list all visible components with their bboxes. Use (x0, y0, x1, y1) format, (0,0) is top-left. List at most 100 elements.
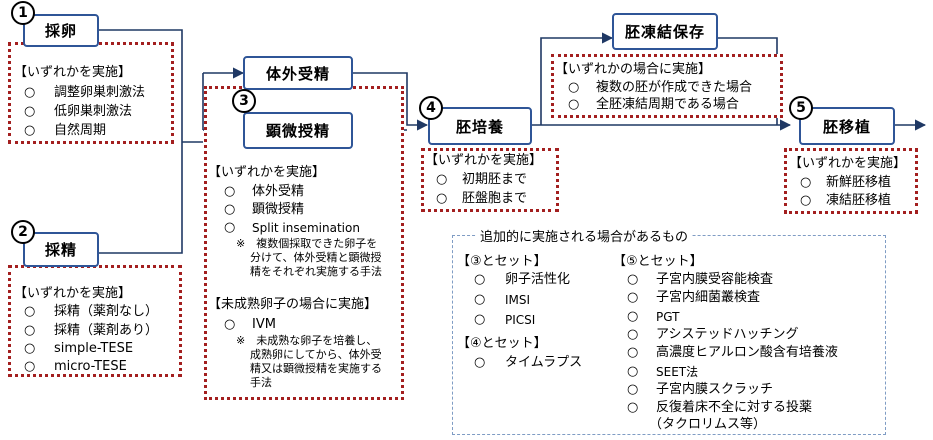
egg-option-2: 低卵巣刺激法 (54, 104, 133, 119)
sperm-option-4: micro-TESE (54, 359, 127, 374)
culture-option-2: 胚盤胞まで (462, 191, 528, 206)
bullet: ○ (627, 327, 639, 342)
egg-option-1: 調整卵巣刺激法 (54, 85, 146, 100)
egg-options-header: 【いずれかを実施】 (14, 65, 132, 80)
culture-option-1: 初期胚まで (462, 172, 528, 187)
set3-item-2: IMSI (505, 293, 531, 307)
culture-options-panel (421, 148, 559, 212)
step-2-marker: 2 (11, 220, 35, 244)
bullet: ○ (436, 172, 448, 187)
ivm-note-line-1: ※ 未成熟な卵子を培養し、 (236, 334, 378, 347)
set3-item-1: 卵子活性化 (505, 272, 571, 287)
bullet: ○ (627, 309, 639, 324)
step-ivf-label: 体外受精 (265, 64, 330, 83)
step-culture: 胚培養 (428, 107, 532, 145)
step-sperm-retrieval: 採精 (23, 232, 99, 267)
bullet: ○ (627, 400, 639, 415)
bullet: ○ (24, 123, 36, 138)
bullet: ○ (24, 341, 36, 356)
set5-item-8: 反復着床不全に対する投薬 (656, 400, 813, 415)
bullet: ○ (24, 85, 36, 100)
step-egg-retrieval: 採卵 (23, 14, 99, 47)
step-icsi-label: 顕微授精 (265, 122, 330, 140)
bullet: ○ (224, 202, 236, 217)
step-culture-label: 胚培養 (455, 117, 504, 136)
step-4-marker: 4 (419, 96, 443, 120)
set4-item-1: タイムラプス (505, 355, 583, 370)
bullet: ○ (627, 364, 639, 379)
immature-option-1: IVM (252, 317, 276, 332)
bullet: ○ (24, 304, 36, 319)
set3-item-3: PICSI (505, 313, 536, 327)
bullet: ○ (627, 382, 639, 397)
step-1-marker: 1 (11, 1, 35, 25)
step-5-marker: 5 (789, 96, 813, 120)
bullet: ○ (24, 323, 36, 338)
step-freeze: 胚凍結保存 (612, 13, 718, 50)
ivm-note-line-2: 成熟卵にしてから、体外受 (250, 348, 382, 361)
freeze-options-panel (551, 54, 783, 118)
transfer-option-1: 新鮮胚移植 (826, 175, 892, 190)
additional-procedures-panel (452, 235, 886, 435)
sperm-option-3: simple-TESE (54, 341, 134, 356)
bullet: ○ (474, 292, 486, 307)
fert-option-3: Split insemination (252, 221, 360, 235)
set5-item-8-tail: （タクロリムス等） (649, 417, 767, 432)
bullet: ○ (24, 359, 36, 374)
bullet: ○ (436, 191, 448, 206)
step-freeze-label: 胚凍結保存 (624, 23, 705, 41)
fert-option-2: 顕微授精 (252, 202, 305, 217)
transfer-options-panel (784, 148, 918, 214)
set5-item-6: SEET法 (656, 365, 699, 379)
split-note-line-2: 分けて、体外受精と顕微授 (250, 251, 382, 264)
freeze-option-2: 全胚凍結周期である場合 (596, 97, 739, 112)
step-transfer-label: 胚移植 (822, 117, 871, 136)
culture-options-header: 【いずれかを実施】 (425, 153, 543, 168)
bullet: ○ (474, 312, 486, 327)
fertilization-options-header: 【いずれかを実施】 (208, 165, 326, 180)
set5-item-7: 子宮内膜スクラッチ (656, 382, 774, 397)
split-note-line-1: ※ 複数個採取できた卵子を (236, 237, 378, 250)
transfer-option-2: 凍結胚移植 (826, 193, 892, 208)
step-3-marker: 3 (232, 89, 256, 113)
set4-header: 【④とセット】 (457, 336, 547, 351)
bullet: ○ (24, 104, 36, 119)
step-ivf: 体外受精 (243, 56, 353, 90)
set5-item-1: 子宮内膜受容能検査 (656, 272, 774, 287)
sperm-options-header: 【いずれかを実施】 (14, 286, 132, 301)
set3-header: 【③とセット】 (457, 254, 547, 269)
bullet: ○ (800, 193, 812, 208)
transfer-options-header: 【いずれかを実施】 (789, 156, 907, 171)
set5-item-2: 子宮内細菌叢検査 (656, 290, 761, 305)
bullet: ○ (627, 345, 639, 360)
set5-header: 【⑤とセット】 (613, 254, 703, 269)
ivm-note-line-4: 手法 (250, 376, 272, 389)
step-sperm-retrieval-label: 採精 (44, 241, 77, 259)
sperm-options-panel (8, 265, 182, 377)
egg-option-3: 自然周期 (54, 123, 107, 138)
bullet: ○ (474, 355, 486, 370)
split-note-line-3: 精をそれぞれ実施する手法 (250, 265, 382, 278)
set5-item-3: PGT (656, 310, 680, 324)
step-transfer: 胚移植 (799, 107, 895, 145)
fert-option-1: 体外受精 (252, 184, 305, 199)
sperm-option-2: 採精（薬剤あり） (54, 323, 159, 338)
step-icsi: 顕微授精 (243, 112, 353, 149)
bullet: ○ (224, 184, 236, 199)
immature-header: 【未成熟卵子の場合に実施】 (208, 297, 378, 312)
bullet: ○ (568, 80, 580, 95)
freeze-option-1: 複数の胚が作成できた場合 (596, 80, 753, 95)
bullet: ○ (568, 97, 580, 112)
set5-item-5: 高濃度ヒアルロン酸含有培養液 (656, 345, 838, 360)
ivm-note-line-3: 精又は顕微授精を実施する (250, 362, 382, 375)
bullet: ○ (224, 317, 236, 332)
freeze-options-header: 【いずれかの場合に実施】 (555, 62, 712, 77)
set5-item-4: アシステッドハッチング (656, 327, 799, 342)
bullet: ○ (474, 272, 486, 287)
additional-procedures-title: 追加的に実施される場合があるもの (476, 226, 693, 245)
step-egg-retrieval-label: 採卵 (44, 22, 77, 40)
bullet: ○ (627, 272, 639, 287)
bullet: ○ (800, 175, 812, 190)
bullet: ○ (224, 220, 236, 235)
sperm-option-1: 採精（薬剤なし） (54, 304, 159, 319)
